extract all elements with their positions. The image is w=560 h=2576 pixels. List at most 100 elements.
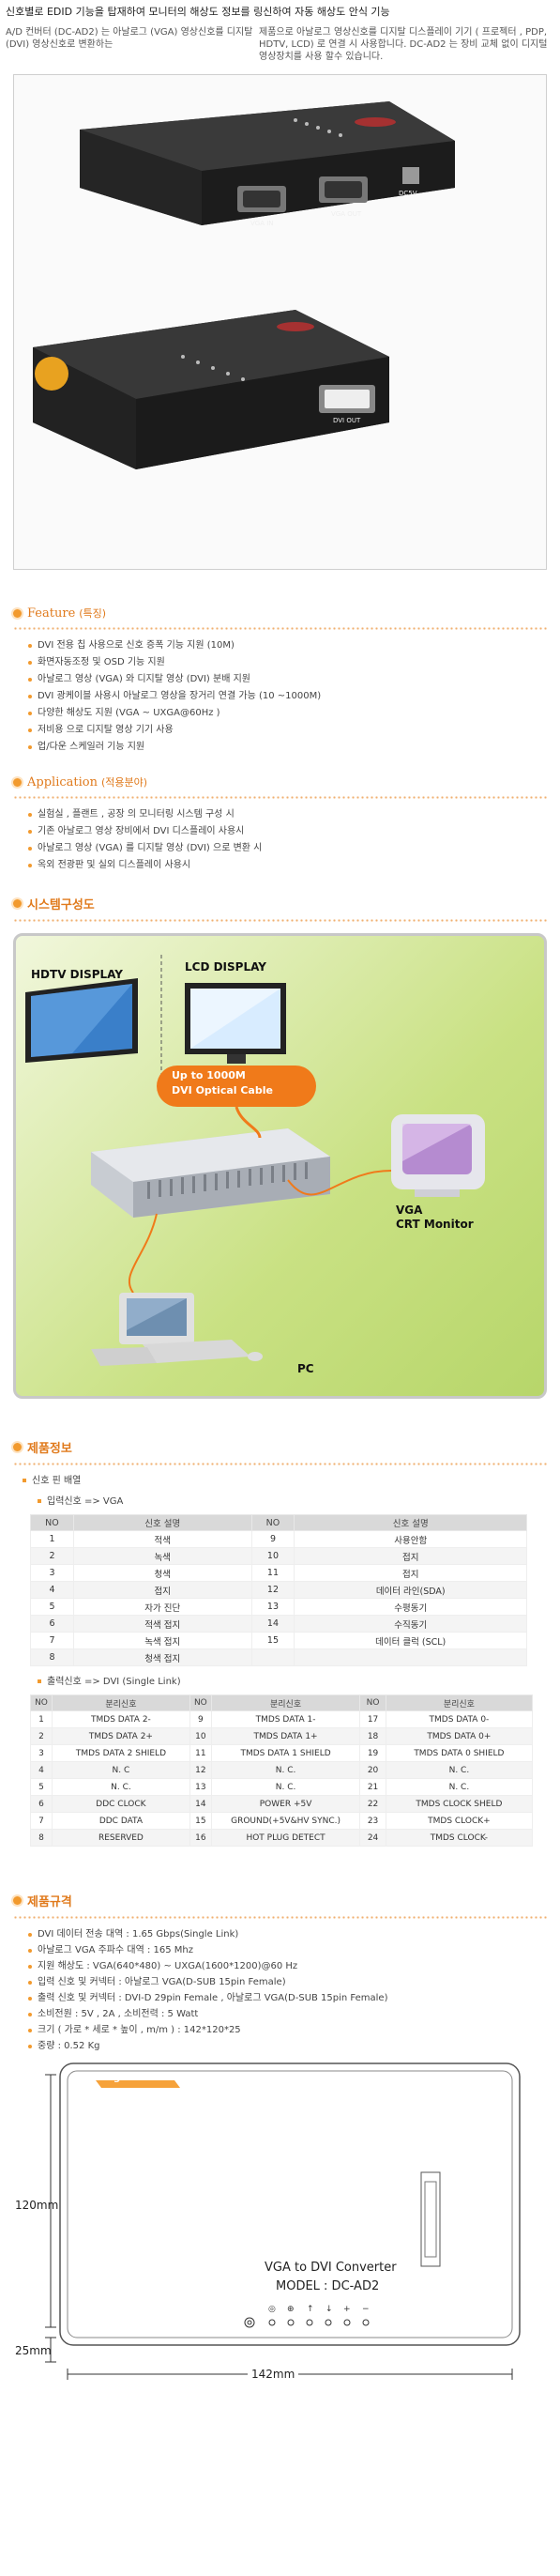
table-cell: N. C. (210, 1778, 361, 1796)
product-photo: VGA IN VGA OUT DC5V DVI OUT (13, 74, 547, 570)
table-cell (294, 1648, 527, 1666)
table-cell: N. C (51, 1761, 190, 1779)
table-cell: 수평동기 (294, 1598, 527, 1616)
list-item: 저비용 으로 디지탈 영상 기기 사용 (28, 722, 532, 739)
square-bullet-icon (38, 1499, 41, 1503)
table-cell: 3 (30, 1744, 53, 1762)
table-cell: TMDS DATA 1+ (210, 1727, 361, 1745)
list-item: DVI 광케이블 사용시 아날로그 영상을 장거리 연결 가능 (10 ~100… (28, 688, 532, 705)
table-cell: 14 (189, 1795, 212, 1813)
table-header: 분리신호 (385, 1694, 534, 1711)
table-cell: TMDS CLOCK SHELD (385, 1795, 534, 1813)
table-cell: 접지 (294, 1547, 527, 1565)
dimension-drawing-svg: ◎⊕↑↓+− (45, 2062, 521, 2380)
list-item: 화면자동조정 및 OSD 기능 지원 (28, 654, 532, 671)
table-cell: TMDS DATA 0 SHIELD (385, 1744, 534, 1762)
table-cell: 6 (30, 1795, 53, 1813)
table-header: NO (30, 1694, 53, 1711)
table-cell: POWER +5V (210, 1795, 361, 1813)
table-cell: 21 (359, 1778, 386, 1796)
feature-title: Feature (27, 606, 76, 621)
orange-bullet-icon (13, 777, 22, 787)
table-cell: TMDS CLOCK- (385, 1829, 534, 1847)
table-header: NO (250, 1514, 295, 1531)
table-cell: 2 (30, 1727, 53, 1745)
svg-text:+: + (343, 2305, 351, 2314)
table-cell: 12 (250, 1581, 295, 1599)
list-item: DVI 데이터 전송 대역 : 1.65 Gbps(Single Link) (28, 1926, 532, 1942)
table-cell: 5 (30, 1778, 53, 1796)
table-cell: 3 (30, 1564, 74, 1582)
table-cell: 13 (250, 1598, 295, 1616)
list-item: 아날로그 VGA 주파수 대역 : 165 Mhz (28, 1942, 532, 1958)
table-cell: GROUND(+5V&HV SYNC.) (210, 1812, 361, 1830)
dotted-divider (13, 1913, 547, 1921)
system-section: 시스템구성도 (0, 895, 560, 1399)
table-header: NO (359, 1694, 386, 1711)
application-list: 실험실 , 플랜트 , 공장 의 모니터링 시스템 구성 시 기존 아날로그 영… (28, 806, 532, 874)
list-item: 아날로그 영상 (VGA) 와 디지탈 영상 (DVI) 분배 지원 (28, 671, 532, 688)
info-heading: 제품정보 (13, 1438, 547, 1456)
table-cell: DDC DATA (51, 1812, 190, 1830)
svg-text:↓: ↓ (325, 2305, 333, 2314)
system-diagram-svg (25, 955, 485, 1366)
input-heading-text: 입력신호 => VGA (47, 1496, 124, 1507)
orange-bullet-icon (13, 1896, 22, 1905)
pc-label: PC (297, 1362, 314, 1375)
square-bullet-icon (23, 1479, 26, 1482)
list-item: 아날로그 영상 (VGA) 를 디지탈 영상 (DVI) 으로 변환 시 (28, 840, 532, 857)
table-cell: RESERVED (51, 1829, 190, 1847)
spec-heading: 제품규격 (13, 1892, 547, 1909)
orange-bullet-icon (13, 1443, 22, 1451)
headline: 신호별로 EDID 기능을 탑재하여 모니터의 해상도 정보를 링신하여 자동 … (6, 6, 390, 18)
feature-title-sub: (특징) (79, 607, 107, 620)
table-header: NO (189, 1694, 212, 1711)
table-cell: TMDS DATA 1 SHIELD (210, 1744, 361, 1762)
square-bullet-icon (38, 1679, 41, 1683)
table-cell: 2 (30, 1547, 74, 1565)
feature-heading: Feature (특징) (13, 606, 547, 621)
table-cell: 데이터 라인(SDA) (294, 1581, 527, 1599)
table-cell: 4 (30, 1761, 53, 1779)
orange-bullet-icon (13, 899, 22, 908)
table-cell: 적색 (72, 1530, 252, 1548)
table-cell: 녹색 접지 (72, 1632, 252, 1649)
table-cell: TMDS DATA 1- (210, 1710, 361, 1728)
dotted-divider (13, 793, 547, 801)
table-cell: 18 (359, 1727, 386, 1745)
list-item: 업/다운 스케일러 기능 지원 (28, 739, 532, 756)
system-heading: 시스템구성도 (13, 895, 547, 912)
spec-list: DVI 데이터 전송 대역 : 1.65 Gbps(Single Link) 아… (28, 1926, 532, 2054)
list-item: 기존 아날로그 영상 장비에서 DVI 디스플레이 사용시 (28, 823, 532, 840)
table-cell: 13 (189, 1778, 212, 1796)
table-cell: TMDS CLOCK+ (385, 1812, 534, 1830)
vga-label: VGA (396, 1204, 423, 1217)
port-vga-out-label: VGA OUT (331, 210, 362, 218)
table-cell: 데이터 클럭 (SCL) (294, 1632, 527, 1649)
table-cell: 적색 접지 (72, 1615, 252, 1633)
drawing-product-name: VGA to DVI Converter (265, 2261, 397, 2275)
table-cell: HOT PLUG DETECT (210, 1829, 361, 1847)
dim-width: 142mm (248, 2368, 299, 2381)
input-heading: 입력신호 => VGA (38, 1494, 537, 1510)
table-cell: 7 (30, 1632, 74, 1649)
pin-heading: 신호 핀 배열 (23, 1473, 537, 1490)
table-cell: N. C. (51, 1778, 190, 1796)
feature-list: DVI 전용 칩 사용으로 신호 증폭 기능 지원 (10M) 화면자동조정 및… (28, 637, 532, 756)
table-cell: 수직동기 (294, 1615, 527, 1633)
table-cell: 20 (359, 1761, 386, 1779)
drawing-model: MODEL : DC-AD2 (276, 2279, 380, 2293)
table-cell: 12 (189, 1761, 212, 1779)
list-item: 다양한 해상도 지원 (VGA ~ UXGA@60Hz ) (28, 705, 532, 722)
list-item: DVI 전용 칩 사용으로 신호 증폭 기능 지원 (10M) (28, 637, 532, 654)
svg-text:↑: ↑ (307, 2305, 314, 2314)
table-header: 신호 설명 (72, 1514, 252, 1531)
table-cell: 4 (30, 1581, 74, 1599)
table-cell: N. C. (385, 1761, 534, 1779)
